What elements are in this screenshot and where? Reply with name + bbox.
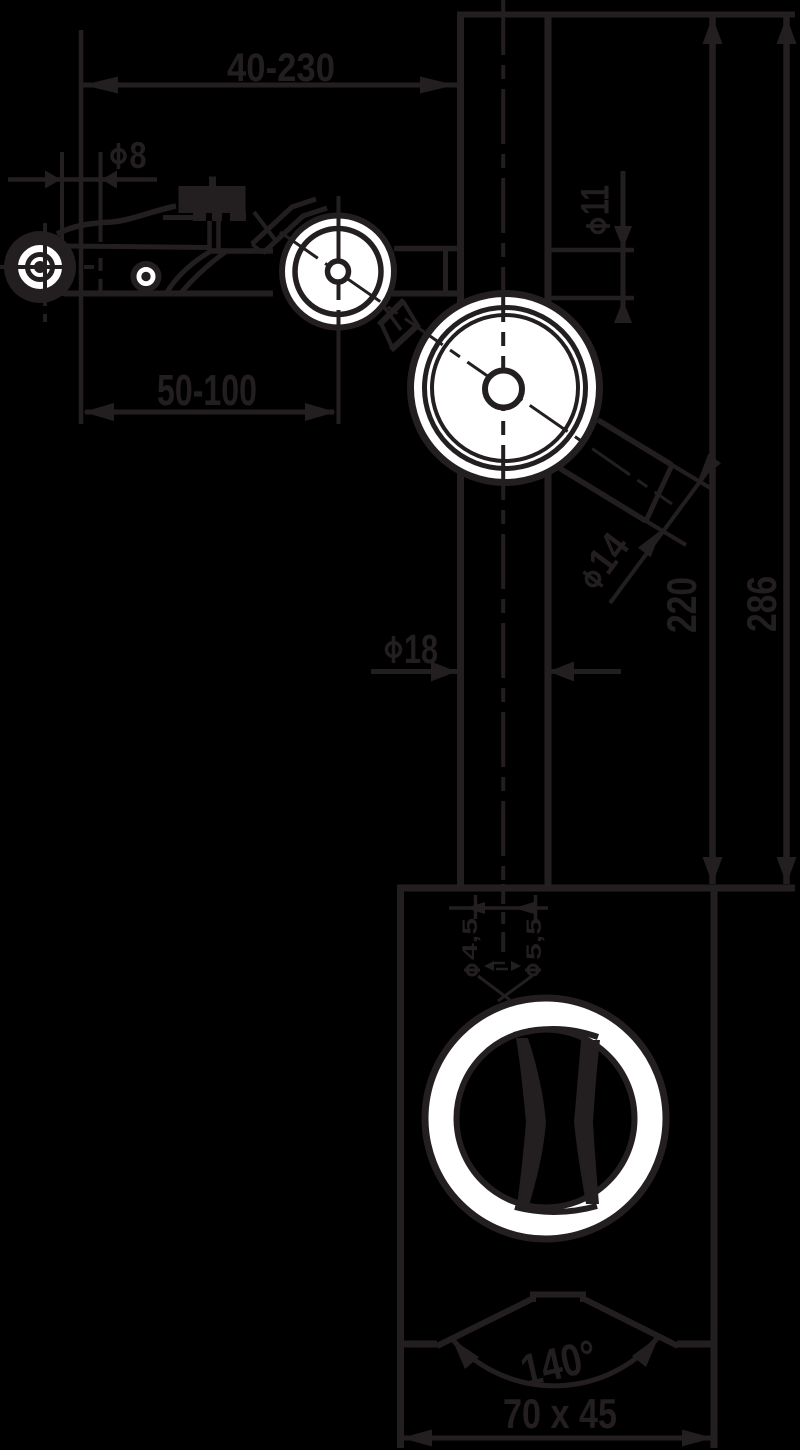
svg-text:286: 286 (738, 576, 785, 632)
svg-text:220: 220 (658, 577, 705, 633)
svg-text:8: 8 (130, 135, 147, 176)
svg-text:4,5: 4,5 (459, 918, 482, 960)
svg-text:11: 11 (574, 185, 618, 215)
svg-text:70 x 45: 70 x 45 (503, 1390, 617, 1437)
svg-text:50-100: 50-100 (157, 366, 257, 415)
svg-text:5,5: 5,5 (523, 918, 546, 960)
svg-text:40-230: 40-230 (227, 46, 335, 90)
svg-text:18: 18 (404, 626, 438, 672)
